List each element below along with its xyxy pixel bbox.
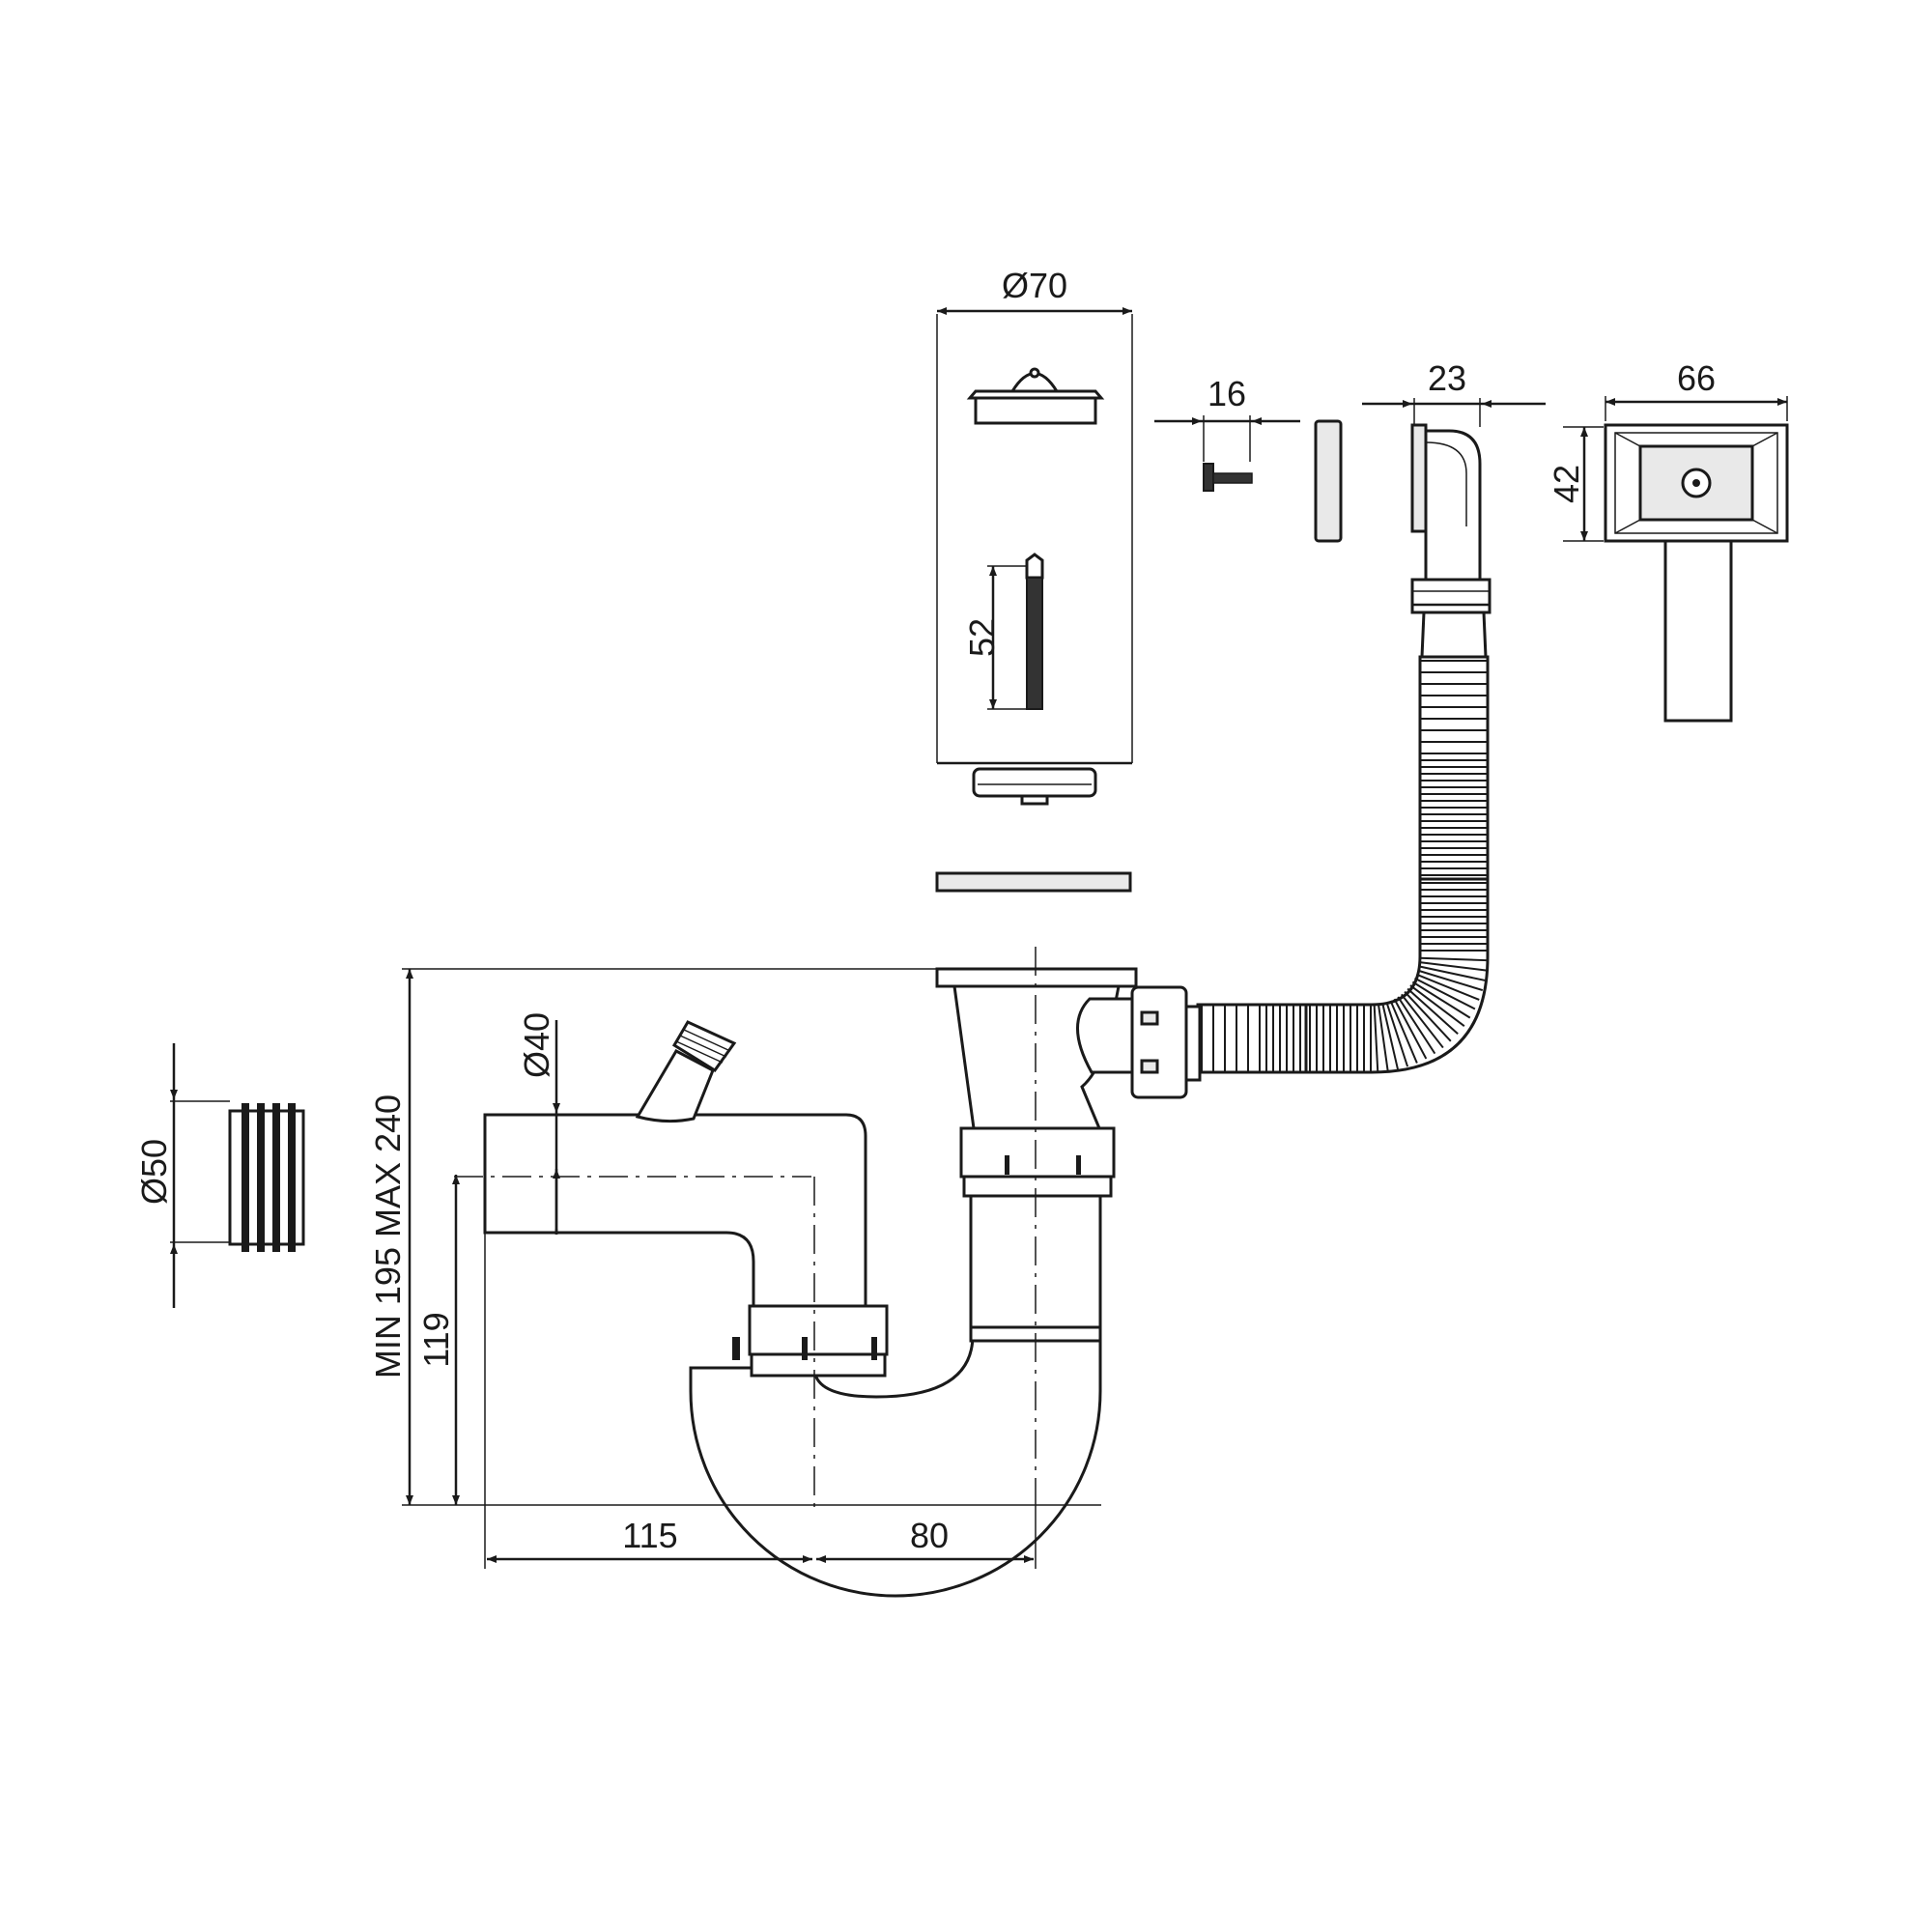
dim-trap-height-range: MIN 195 MAX 240 [368, 1094, 408, 1378]
outlet-arm [483, 1113, 867, 1308]
dim-overflow-plate-width: 66 [1677, 358, 1716, 398]
vertical-coupling-nut [959, 1126, 1116, 1179]
overflow-screw: 16 [1154, 374, 1300, 492]
dim-outlet-height: 119 [416, 1312, 456, 1367]
dim-bolt-length: 52 [962, 618, 1002, 657]
strainer-basket [972, 767, 1097, 806]
sink-flange [935, 967, 1138, 988]
hose-adapter: Ø50 [134, 1043, 305, 1308]
dim-screw-length: 16 [1208, 374, 1246, 413]
strainer-assembly: Ø70 52 [935, 266, 1133, 893]
dim-overflow-plate-height: 42 [1547, 465, 1586, 503]
appliance-inlet [635, 1049, 715, 1123]
dim-strainer-diameter: Ø70 [1002, 266, 1067, 305]
u-bend [689, 1333, 1102, 1598]
overflow-elbow: 23 [1362, 358, 1546, 614]
sealing-gasket [935, 871, 1132, 893]
dim-adapter-diameter: Ø50 [134, 1139, 174, 1205]
overflow-gasket [1314, 419, 1343, 543]
overflow-inlet-nut [1130, 985, 1188, 1099]
dim-trap-offset: 80 [910, 1516, 949, 1555]
dim-outlet-offset: 115 [622, 1516, 677, 1555]
strainer-bolt: 52 [962, 553, 1044, 710]
dim-overflow-depth: 23 [1428, 358, 1466, 398]
overflow-flexible-hose [1196, 611, 1490, 1074]
siphon-body [483, 967, 1202, 1598]
stopper-cap [966, 367, 1105, 425]
dim-outlet-diameter: Ø40 [517, 1012, 556, 1078]
overflow-plate: 66 42 [1547, 358, 1789, 723]
trap-coupling-nut [748, 1304, 889, 1356]
